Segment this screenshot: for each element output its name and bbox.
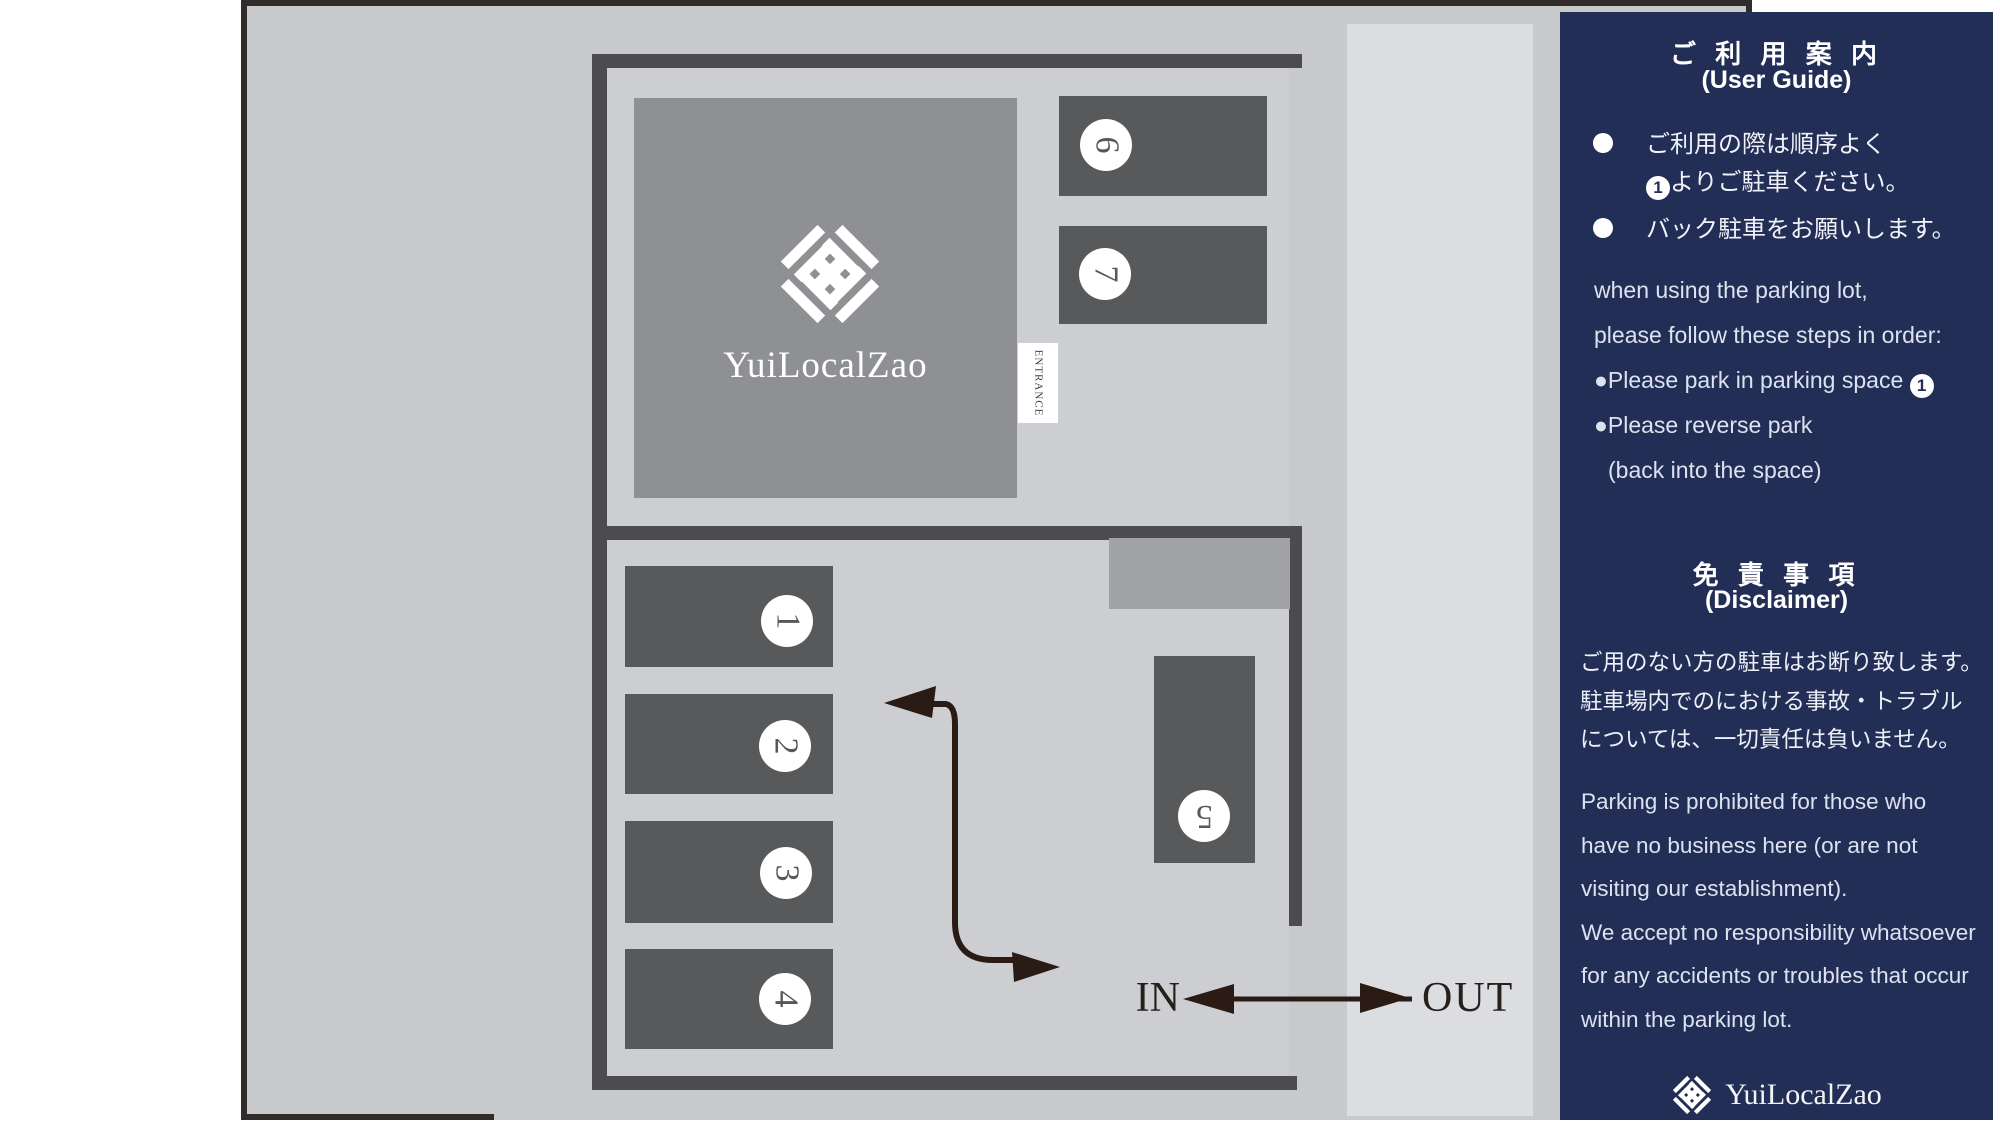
brand-yarn-logo-icon — [776, 220, 884, 328]
out-label: OUT — [1422, 975, 1515, 1021]
building: YuiLocalZao — [634, 98, 1017, 498]
in-label: IN — [1135, 975, 1180, 1021]
parking-map: YuiLocalZao ENTRANCE 1 2 3 4 5 6 7 — [494, 12, 1560, 1120]
disclaimer-en-line: within the parking lot. — [1581, 1006, 1793, 1032]
bullet-icon — [1593, 218, 1613, 238]
user-guide-title-jp: ご 利 用 案 内 — [1670, 39, 1883, 69]
disclaimer-en-line: We accept no responsibility whatsoever — [1581, 919, 1976, 945]
disclaimer-en-line: visiting our establishment). — [1581, 876, 1848, 901]
disclaimer-jp-line: 駐車場内でのにおける事故・トラブル — [1580, 688, 1963, 714]
brand-yarn-logo-icon — [1671, 1074, 1713, 1116]
disclaimer-jp-line: ご用のない方の駐車はお断り致します。 — [1580, 650, 1983, 675]
wall-right — [1289, 526, 1302, 926]
user-guide-title-en: (User Guide) — [1701, 66, 1852, 94]
disclaimer-en: Parking is prohibited for those who have… — [1581, 780, 1976, 1041]
space-number-3: 3 — [760, 847, 812, 899]
building-name: YuiLocalZao — [723, 345, 928, 386]
disclaimer-jp-line: については、一切責任は負いません。 — [1580, 727, 1961, 752]
bullet-icon — [1593, 133, 1613, 153]
wall-bottom — [592, 1076, 1297, 1090]
guide-steps-en: when using the parking lot, please follo… — [1594, 268, 1942, 493]
space-number-6: 6 — [1080, 119, 1132, 171]
guide-step-line: please follow these steps in order: — [1594, 322, 1942, 348]
space-number-5: 5 — [1178, 790, 1230, 842]
disclaimer-title-jp: 免 責 事 項 — [1692, 560, 1861, 590]
panel-footer: YuiLocalZao — [1560, 1074, 1993, 1116]
guide-step-line: when using the parking lot, — [1594, 277, 1868, 303]
disclaimer-en-line: Parking is prohibited for those who — [1581, 789, 1927, 814]
wall-middle — [592, 526, 1302, 540]
guide-step-line: ●Please park in parking space 1 — [1594, 358, 1942, 403]
structure-block — [1109, 538, 1290, 609]
space-number-1: 1 — [761, 595, 813, 647]
space-number-4: 4 — [759, 973, 811, 1025]
circled-one-icon: 1 — [1646, 176, 1670, 200]
sign-frame: YuiLocalZao ENTRANCE 1 2 3 4 5 6 7 — [241, 0, 1993, 1120]
disclaimer-jp: ご用のない方の駐車はお断り致します。 駐車場内でのにおける事故・トラブル につい… — [1580, 644, 1983, 760]
guide-step-line: (back into the space) — [1608, 457, 1822, 483]
guide-step-line: ●Please reverse park — [1594, 412, 1813, 438]
disclaimer-en-line: have no business here (or are not — [1581, 832, 1918, 858]
wall-top — [592, 54, 1302, 68]
circled-one-icon: 1 — [1909, 373, 1934, 398]
entrance-label: ENTRANCE — [1018, 343, 1058, 423]
disclaimer-title-en: (Disclaimer) — [1704, 586, 1849, 614]
disclaimer-en-line: for any accidents or troubles that occur — [1581, 963, 1969, 988]
wall-left — [592, 54, 607, 1090]
street-strip — [1347, 24, 1533, 1116]
guide-bullet2-line1: バック駐車をお願いします。 — [1646, 216, 1956, 243]
space-number-7: 7 — [1079, 248, 1131, 300]
footer-brand-name: YuiLocalZao — [1725, 1078, 1882, 1111]
space-number-2: 2 — [759, 720, 811, 772]
guide-bullet1-line1: ご利用の際は順序よく — [1646, 131, 1886, 158]
